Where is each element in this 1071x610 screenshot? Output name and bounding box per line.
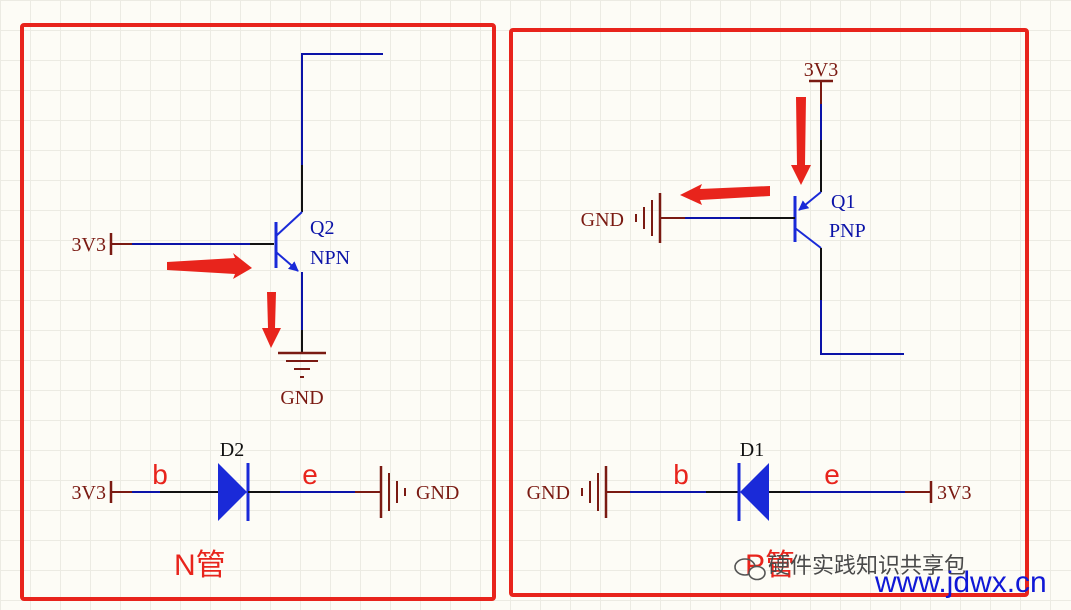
d1-ground-label: GND xyxy=(527,482,570,504)
pnp-base-letter: b xyxy=(673,459,689,490)
pnp-base-current-arrow xyxy=(680,184,770,205)
d2-ground-label: GND xyxy=(416,482,459,504)
pnp-type-label: PNP xyxy=(829,220,866,242)
d1-ground-symbol xyxy=(581,466,608,518)
npn-collector-wire xyxy=(301,53,383,212)
npn-ground-label: GND xyxy=(280,387,323,409)
site-watermark: www.jdwx.cn xyxy=(874,566,1047,599)
pnp-ground-label: GND xyxy=(581,209,624,231)
npn-base-current-arrow xyxy=(167,253,252,279)
d1-diode-symbol xyxy=(737,463,769,521)
npn-caption: N管 xyxy=(174,549,226,582)
d2-diode-symbol xyxy=(218,463,250,521)
pnp-supply-label: 3V3 xyxy=(804,59,838,81)
npn-emitter-current-arrow xyxy=(262,292,281,348)
pnp-emitter-letter: e xyxy=(824,459,840,490)
pnp-ref-label: Q1 xyxy=(831,191,855,213)
npn-panel-frame xyxy=(20,23,496,601)
npn-type-label: NPN xyxy=(310,247,350,269)
npn-ref-label: Q2 xyxy=(310,217,334,239)
pnp-emitter-current-arrow xyxy=(791,97,811,185)
pnp-ground-symbol xyxy=(635,193,662,243)
d1-supply-label: 3V3 xyxy=(937,482,971,504)
d2-ground-symbol xyxy=(379,466,406,518)
npn-base-letter: b xyxy=(152,459,168,490)
d2-ref-label: D2 xyxy=(220,439,244,461)
npn-transistor-symbol xyxy=(274,211,303,272)
d2-supply-port: 3V3 xyxy=(72,481,132,504)
pnp-emitter-power-port: 3V3 xyxy=(804,59,838,104)
npn-base-power-port: 3V3 xyxy=(72,233,132,256)
watermark-text: 硬件实践知识共享包 xyxy=(768,554,966,579)
npn-emitter-letter: e xyxy=(302,459,318,490)
npn-base-supply-label: 3V3 xyxy=(72,234,106,256)
pnp-transistor-symbol xyxy=(793,191,822,249)
d1-ref-label: D1 xyxy=(740,439,764,461)
d2-supply-label: 3V3 xyxy=(72,482,106,504)
wechat-icon xyxy=(734,558,766,581)
pnp-collector-wire xyxy=(820,248,904,355)
npn-ground-symbol xyxy=(278,351,326,378)
d1-supply-port: 3V3 xyxy=(905,481,971,504)
pnp-panel-frame xyxy=(509,28,1029,597)
